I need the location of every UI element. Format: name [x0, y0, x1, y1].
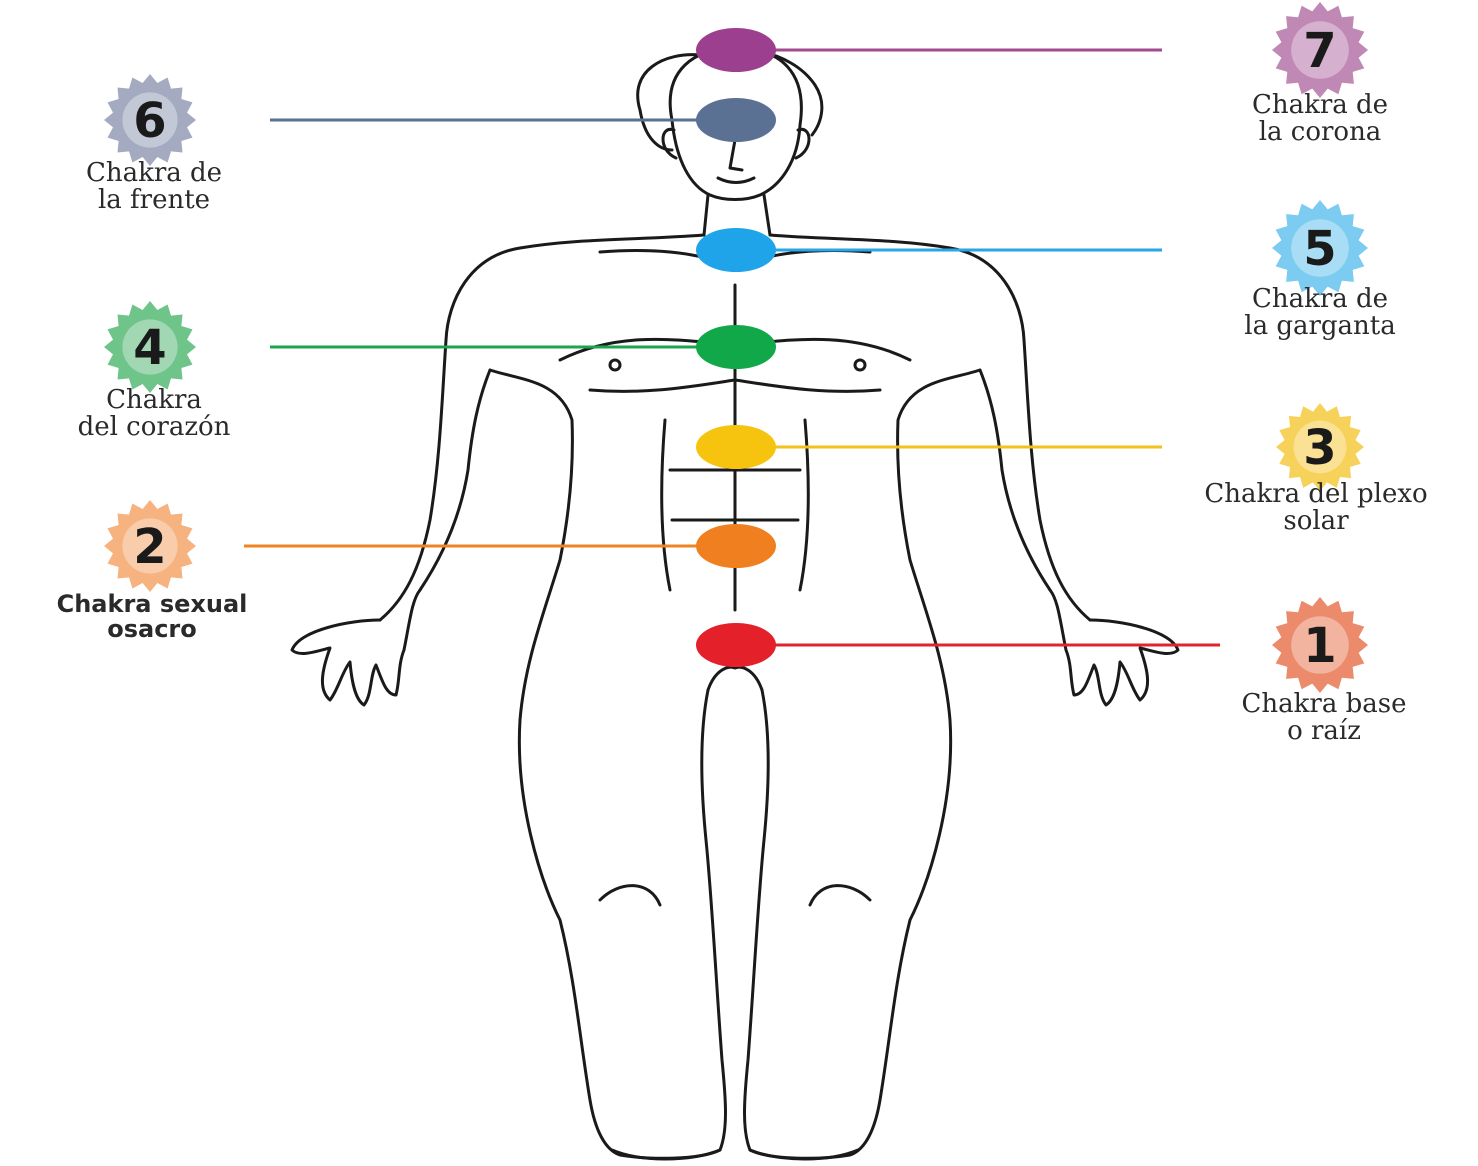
chakra-dot-sacral: [696, 524, 776, 568]
label-chakra-2: Chakra sexual osacro: [10, 592, 294, 642]
label-chakra-4: Chakra del corazón: [34, 387, 274, 442]
badge-number: 7: [1303, 23, 1336, 79]
label-line: la frente: [34, 187, 274, 214]
chakra-dot-forehead: [696, 98, 776, 142]
label-chakra-1: Chakra base o raíz: [1196, 691, 1452, 746]
chakra-badge-7: 7: [1272, 2, 1368, 98]
label-line: Chakra de: [1200, 286, 1440, 313]
label-line: del corazón: [34, 414, 274, 441]
chakra-badge-6: 6: [104, 74, 196, 166]
label-line: Chakra del plexo: [1156, 481, 1476, 508]
chakra-dot-crown: [696, 28, 776, 72]
label-line: o raíz: [1196, 718, 1452, 745]
chakra-dot-heart: [696, 325, 776, 369]
badge-number: 1: [1303, 618, 1336, 674]
label-chakra-5: Chakra de la garganta: [1200, 286, 1440, 341]
chakra-dot-solar-plexus: [696, 425, 776, 469]
label-line: Chakra de: [34, 160, 274, 187]
badge-number: 3: [1303, 420, 1336, 476]
label-line: osacro: [10, 617, 294, 642]
label-line: Chakra sexual: [10, 592, 294, 617]
badge-number: 5: [1303, 221, 1336, 277]
body-outline: [292, 48, 1178, 1159]
chakra-badge-2: 2: [104, 500, 196, 592]
chakra-badge-3: 3: [1276, 403, 1364, 491]
badge-number: 6: [133, 93, 166, 149]
label-chakra-6: Chakra de la frente: [34, 160, 274, 215]
label-chakra-3: Chakra del plexo solar: [1156, 481, 1476, 536]
chakra-badge-1: 1: [1272, 597, 1368, 693]
label-line: la corona: [1200, 119, 1440, 146]
badge-number: 2: [133, 519, 166, 575]
label-line: la garganta: [1200, 313, 1440, 340]
label-chakra-7: Chakra de la corona: [1200, 92, 1440, 147]
chakra-badge-4: 4: [104, 301, 196, 393]
badge-number: 4: [133, 320, 166, 376]
label-line: Chakra base: [1196, 691, 1452, 718]
label-line: Chakra: [34, 387, 274, 414]
chakra-dot-root: [696, 623, 776, 667]
label-line: Chakra de: [1200, 92, 1440, 119]
chakra-dot-throat: [696, 228, 776, 272]
label-line: solar: [1156, 508, 1476, 535]
chakra-badge-5: 5: [1272, 200, 1368, 296]
